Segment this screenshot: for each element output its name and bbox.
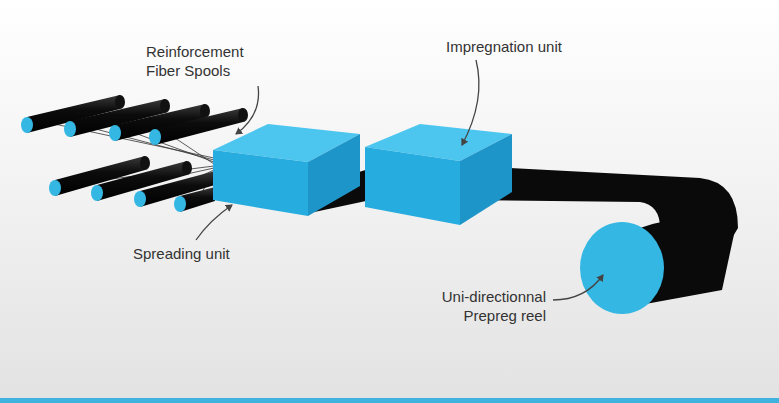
part-label: Impregnation unit [446, 37, 586, 56]
impregnation-unit [365, 124, 512, 225]
part-label: Uni-directionnal Prepreg reel [418, 287, 546, 325]
fiber-spools-bottom [49, 156, 215, 212]
part-label: Reinforcement Fiber Spools [146, 42, 266, 80]
prepreg-reel [580, 218, 736, 314]
fiber-spools-top [21, 95, 248, 145]
spreading-unit [213, 124, 360, 216]
leader-lines [196, 60, 603, 300]
part-label: Spreading unit [133, 244, 263, 263]
bottom-rule [0, 398, 779, 403]
